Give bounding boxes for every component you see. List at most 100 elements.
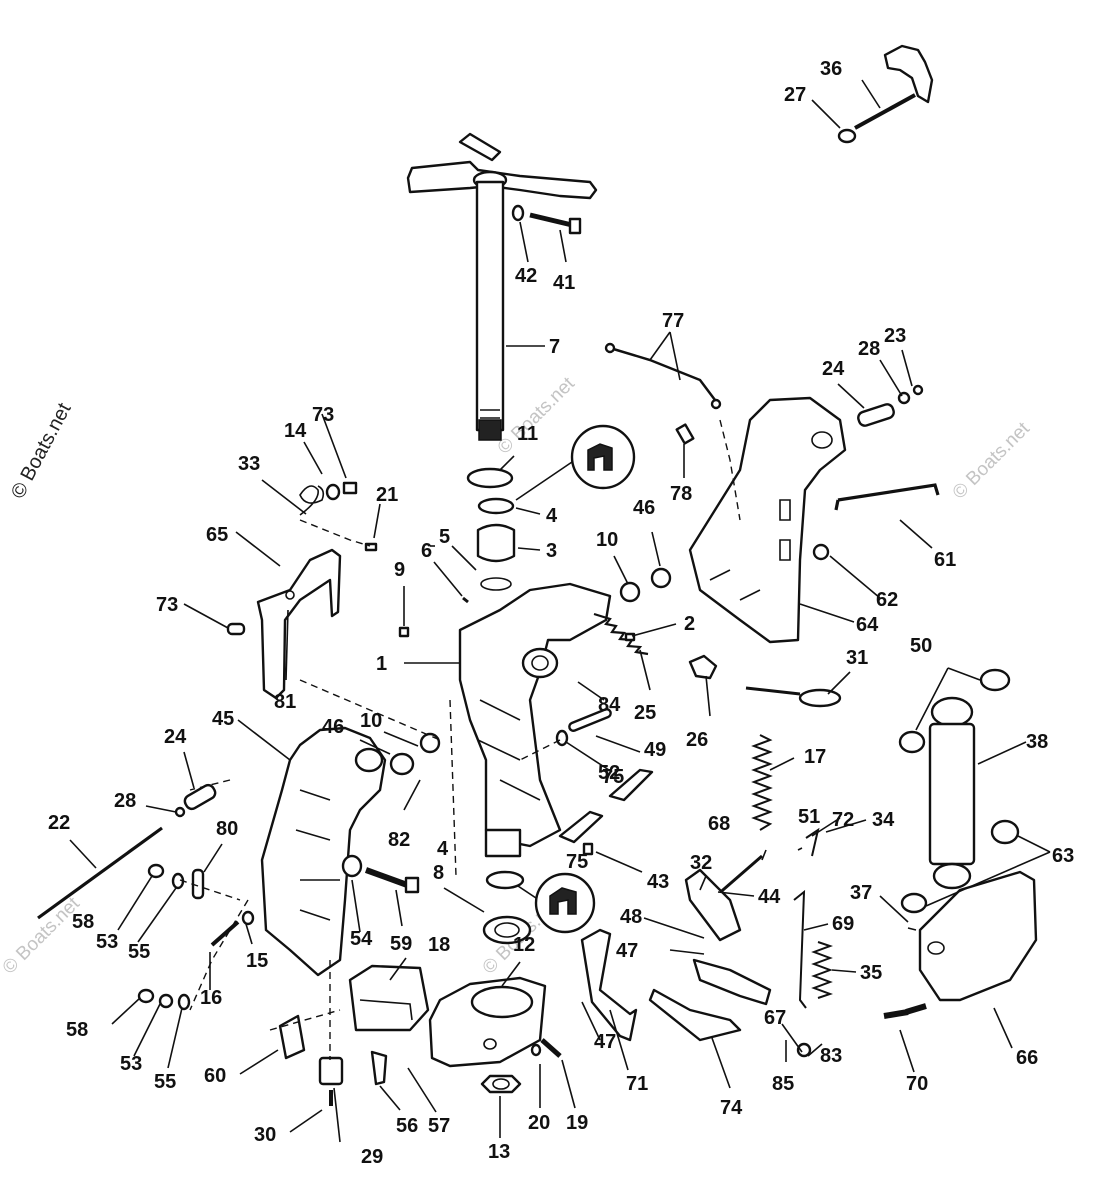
callout: 58 [72, 911, 94, 933]
bracket-bottom-right-part [918, 870, 1038, 1002]
bushings-50-63 [898, 668, 1020, 914]
bushing-stack [466, 467, 516, 591]
callout: 66 [1016, 1047, 1038, 1069]
callout: 82 [388, 829, 410, 851]
watermark-tile: © Boats.net [494, 373, 580, 459]
callout: 9 [394, 559, 405, 581]
callout: 35 [860, 962, 882, 984]
callout: 75 [566, 851, 588, 873]
callout: 55 [128, 941, 150, 963]
callout: 23 [884, 325, 906, 347]
tilt-cylinder-part [928, 696, 976, 890]
callout: 67 [764, 1007, 786, 1029]
plate-75-lower [558, 810, 604, 844]
dashed-assembly-lines [179, 419, 741, 1060]
callout: 22 [48, 812, 70, 834]
link-26 [688, 654, 718, 680]
callout: 10 [596, 529, 618, 551]
callout: 3 [546, 540, 557, 562]
rod-61 [834, 483, 940, 511]
callout: 57 [428, 1115, 450, 1137]
callout: 36 [820, 58, 842, 80]
spring-17 [751, 734, 773, 831]
stern-bracket-right-part [688, 396, 847, 644]
callout: 1 [376, 653, 387, 675]
callout: 80 [216, 818, 238, 840]
callout: 74 [720, 1097, 743, 1119]
spring-33 [299, 485, 325, 516]
nut-13 [480, 1074, 522, 1094]
callout: 47 [594, 1031, 616, 1053]
callout: 20 [528, 1112, 550, 1134]
callout: 8 [433, 862, 444, 884]
callout: 5 [439, 526, 450, 548]
callout: 24 [164, 726, 187, 748]
callout: 49 [644, 739, 666, 761]
callout: 18 [428, 934, 450, 956]
clip-56 [370, 1050, 388, 1086]
bearing-8 [482, 870, 532, 945]
callout: 12 [513, 934, 535, 956]
callout: 73 [312, 404, 334, 426]
callout: 29 [361, 1146, 383, 1168]
callout: 19 [566, 1112, 588, 1134]
block-18 [348, 964, 430, 1032]
callout: 85 [772, 1073, 794, 1095]
watermark-side: © Boats.net [7, 399, 76, 502]
callout: 42 [515, 265, 537, 287]
bolt-59 [341, 854, 420, 894]
callout: 52 [598, 762, 620, 784]
callout: 73 [156, 594, 178, 616]
callout: 27 [784, 84, 806, 106]
callout: 58 [66, 1019, 88, 1041]
callout: 37 [850, 882, 872, 904]
callout: 16 [200, 987, 222, 1009]
callout: 68 [708, 813, 730, 835]
callout: 84 [598, 694, 621, 716]
callout: 2 [684, 613, 695, 635]
callout: 61 [934, 549, 956, 571]
callout: 28 [858, 338, 880, 360]
callout: 81 [274, 691, 296, 713]
steering-arm-part [406, 132, 598, 441]
callout: 4 [437, 838, 449, 860]
link-80 [191, 868, 205, 900]
callout: 17 [804, 746, 826, 768]
spring-25 [593, 612, 649, 656]
plate-60 [278, 1014, 306, 1060]
callout: 24 [822, 358, 845, 380]
callout: 38 [1026, 731, 1048, 753]
bolt-washer-top [511, 204, 582, 235]
callout: 59 [390, 933, 412, 955]
callout: 72 [832, 809, 854, 831]
link-31 [745, 686, 842, 708]
block-29 [318, 1056, 344, 1086]
callout: 14 [284, 420, 307, 442]
callout: 46 [322, 716, 344, 738]
callout: 48 [620, 906, 642, 928]
callout: 34 [872, 809, 895, 831]
seal-detail-bubble-top [515, 424, 636, 501]
callout: 41 [553, 272, 575, 294]
callout: 6 [421, 540, 432, 562]
plate-75-upper [608, 768, 654, 802]
stern-bracket-left-part [260, 726, 387, 977]
callout: 25 [634, 702, 656, 724]
callout: 60 [204, 1065, 226, 1087]
callout: 10 [360, 710, 382, 732]
callout: 77 [662, 310, 684, 332]
callout: 44 [758, 886, 781, 908]
callout: 83 [820, 1045, 842, 1067]
watermark-tile: © Boats.net [0, 893, 84, 979]
callout: 32 [690, 852, 712, 874]
callout: 62 [876, 589, 898, 611]
callout: 54 [350, 928, 373, 950]
callout: 43 [647, 871, 669, 893]
callout: 7 [549, 336, 560, 358]
callout: 26 [686, 729, 708, 751]
callout: 46 [633, 497, 655, 519]
pin-24-right [857, 403, 895, 427]
callout: 50 [910, 635, 932, 657]
watermark-tile: © Boats.net [949, 418, 1035, 504]
callout: 4 [546, 505, 558, 527]
